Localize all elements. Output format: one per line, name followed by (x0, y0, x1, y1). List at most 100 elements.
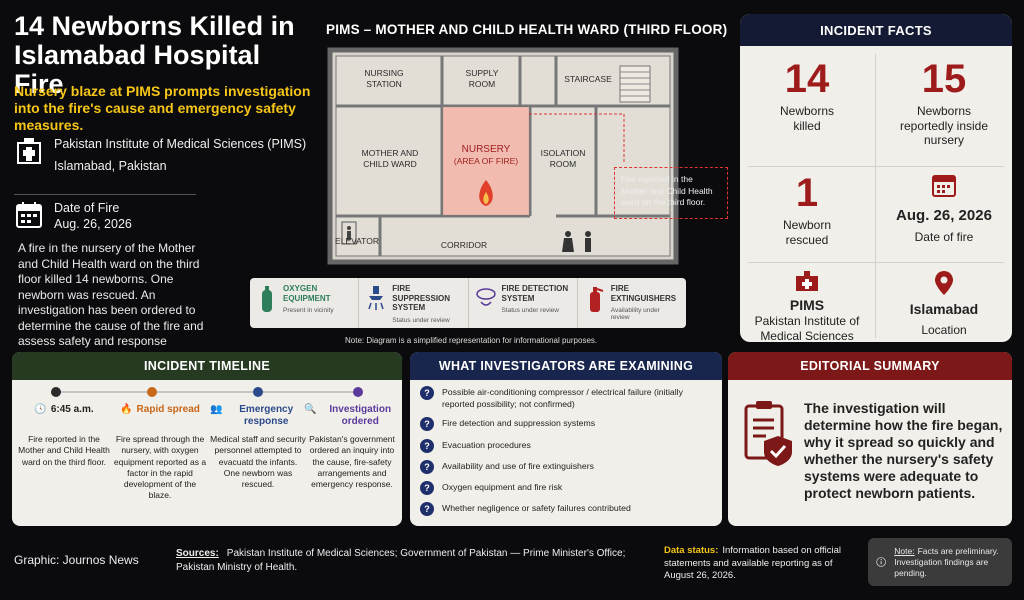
investigation-item: ? Possible air-conditioning compressor /… (420, 386, 710, 410)
legend-extinguisher-sub: Availability under review (610, 307, 660, 321)
timeline-dot (353, 387, 363, 397)
editorial-title: EDITORIAL SUMMARY (728, 352, 1012, 380)
hospital-icon (796, 271, 818, 291)
fact-rescued-number: 1 (795, 171, 819, 215)
legend-extinguisher: FIRE EXTINGUISHERS Availability under re… (578, 278, 686, 328)
fact-killed: 14 Newborns killed (740, 58, 874, 133)
fact-killed-label: Newborns killed (779, 104, 835, 133)
fact-city-value: Islamabad (909, 301, 979, 317)
editorial-text: The investigation will determine how the… (804, 400, 1003, 501)
question-icon: ? (420, 502, 434, 516)
fact-killed-number: 14 (784, 57, 830, 101)
graphic-credit: Graphic: Journos News (14, 553, 139, 567)
investigation-item: ? Availability and use of fire extinguis… (420, 460, 594, 474)
investigation-item: ? Oxygen equipment and fire risk (420, 481, 562, 495)
date-info: Date of Fire Aug. 26, 2026 (14, 200, 314, 232)
timeline-item-1: 🕓6:45 a.m. Fire reported in the Mother a… (16, 404, 112, 468)
page-title: 14 Newborns Killed in Islamabad Hospital… (14, 11, 295, 99)
floor-plan-title: PIMS – MOTHER AND CHILD HEALTH WARD (THI… (326, 22, 728, 37)
room-nursery-line2: (AREA OF FIRE) (454, 156, 518, 166)
fire-callout: Fire reported in the Mother and Child He… (614, 167, 728, 219)
timeline-item-3: 👥Emergency response Medical staff and se… (210, 404, 306, 490)
oxygen-cylinder-icon (262, 286, 272, 312)
timeline-title: INCIDENT TIMELINE (12, 352, 402, 380)
legend-suppression-sub: Status under review (392, 316, 450, 324)
fact-city-label: Location (921, 323, 967, 337)
legend-oxygen-title: OXYGEN EQUIPMENT (283, 284, 331, 303)
question-icon: ? (420, 481, 434, 495)
data-status-text: Information based on official statements… (664, 545, 842, 581)
equipment-legend: OXYGEN EQUIPMENT Present in vicinity FIR… (250, 278, 686, 328)
fact-inside: 15 Newborns reportedly inside nursery (877, 58, 1011, 148)
fact-inside-number: 15 (921, 57, 967, 101)
fact-pims-label: Pakistan Institute of Medical Sciences (754, 314, 860, 342)
fact-date: Aug. 26, 2026 Date of fire (877, 172, 1011, 245)
legend-oxygen-sub: Present in vicinity (283, 307, 334, 314)
elevator-icon (341, 221, 357, 245)
incident-timeline-panel: INCIDENT TIMELINE 🕓6:45 a.m. Fire report… (12, 352, 402, 526)
legend-detection-title: FIRE DETECTION SYSTEM (501, 284, 569, 303)
calendar-icon (932, 175, 956, 197)
timeline-item-4-head: Investigation ordered (329, 404, 392, 427)
fact-date-label: Date of fire (914, 230, 974, 244)
flame-icon: 🔥 (120, 404, 133, 415)
fact-pims-value: PIMS (789, 297, 825, 313)
fact-rescued: 1 Newborn rescued (740, 172, 874, 247)
room-nursery-line1: NURSERY (462, 144, 511, 155)
timeline-dot (51, 387, 61, 397)
sprinkler-icon (368, 286, 384, 310)
legend-detection: FIRE DETECTION SYSTEM Status under revie… (469, 278, 578, 328)
legend-suppression-title: FIRE SUPPRESSION SYSTEM (392, 284, 451, 312)
preliminary-note: Note:Facts are preliminary. Investigatio… (868, 538, 1012, 586)
legend-oxygen: OXYGEN EQUIPMENT Present in vicinity (250, 278, 360, 328)
investigation-item-text: Availability and use of fire extinguishe… (442, 461, 594, 471)
location-info: Pakistan Institute of Medical Sciences (… (14, 136, 314, 174)
restroom-icon (562, 231, 591, 252)
lead-paragraph: A fire in the nursery of the Mother and … (18, 241, 204, 364)
room-elevator: ELEVATOR (335, 236, 379, 246)
note-text: Facts are preliminary. Investigation fin… (894, 545, 999, 578)
divider (14, 194, 196, 195)
investigation-title: WHAT INVESTIGATORS ARE EXAMINING (410, 352, 722, 380)
clock-icon: 🕓 (34, 404, 47, 415)
responders-icon: 👥 (210, 404, 223, 415)
calendar-icon (16, 202, 42, 228)
investigation-panel: WHAT INVESTIGATORS ARE EXAMINING ? Possi… (410, 352, 722, 526)
data-status-label: Data status: (664, 545, 719, 556)
hospital-name: Pakistan Institute of Medical Sciences (… (54, 137, 307, 151)
sources-label: Sources: (176, 548, 219, 559)
timeline-dot (147, 387, 157, 397)
room-corridor: CORRIDOR (441, 240, 487, 250)
hospital-icon (17, 138, 41, 164)
room-mother-child-line1: MOTHER AND (362, 148, 419, 158)
fire-extinguisher-icon (589, 287, 604, 312)
room-mother-child-line2: CHILD WARD (363, 159, 417, 169)
diagram-note: Note: Diagram is a simplified representa… (345, 336, 598, 345)
sources: Sources:Pakistan Institute of Medical Sc… (176, 547, 636, 575)
investigation-item: ? Fire detection and suppression systems (420, 417, 595, 431)
date-value: Aug. 26, 2026 (54, 217, 132, 231)
investigation-item-text: Evacuation procedures (442, 440, 531, 450)
timeline-item-4: 🔍Investigation ordered Pakistan's govern… (304, 404, 400, 490)
room-isolation-line2: ROOM (550, 159, 576, 169)
investigation-item-text: Fire detection and suppression systems (442, 418, 596, 428)
timeline-item-3-head: Emergency response (239, 404, 294, 427)
legend-extinguisher-title: FIRE EXTINGUISHERS (610, 284, 677, 303)
timeline-dot (253, 387, 263, 397)
editorial-summary-panel: EDITORIAL SUMMARY (728, 352, 1012, 526)
date-label: Date of Fire (54, 201, 120, 215)
question-icon: ? (420, 417, 434, 431)
room-isolation-line1: ISOLATION (541, 148, 586, 158)
investigation-item: ? Whether negligence or safety failures … (420, 502, 631, 516)
investigation-item-text: Oxygen equipment and fire risk (442, 482, 563, 492)
timeline-item-4-body: Pakistan's government ordered an inquiry… (309, 434, 395, 490)
hospital-city: Islamabad, Pakistan (54, 159, 167, 173)
room-nursing-station-line2: STATION (366, 79, 402, 89)
timeline-item-1-head: 6:45 a.m. (50, 404, 94, 415)
fact-rescued-label: Newborn rescued (782, 218, 832, 247)
investigation-item-text: Whether negligence or safety failures co… (442, 503, 631, 513)
room-nursing-station-line1: NURSING (364, 68, 403, 78)
sources-text: Pakistan Institute of Medical Sciences; … (176, 548, 626, 573)
incident-facts-title: INCIDENT FACTS (740, 14, 1012, 46)
data-status: Data status:Information based on officia… (664, 545, 856, 583)
